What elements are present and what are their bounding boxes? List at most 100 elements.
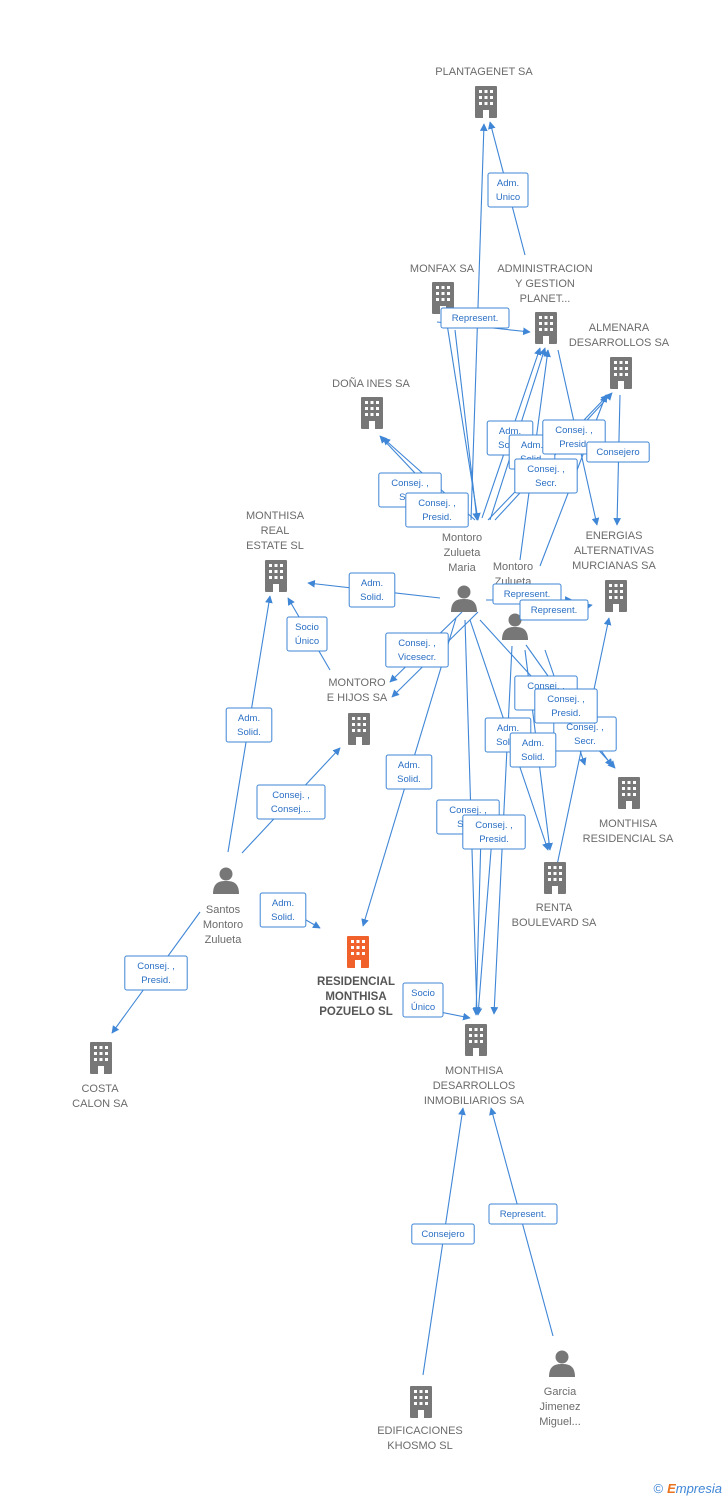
edge-label-box — [411, 1223, 475, 1245]
node-label: DOÑA INES SA — [332, 377, 410, 390]
edge-label-text: Consej.... — [271, 804, 311, 815]
edge-label-text: Solid. — [496, 737, 520, 748]
edge-label-text: Consej. , — [449, 805, 487, 816]
edge-label-text: Consej. , — [527, 464, 565, 475]
building-icon — [347, 936, 369, 968]
node-label: MONTORO — [328, 677, 386, 689]
edge-label-text: Único — [411, 1002, 435, 1013]
edge-label-text: Presid. — [479, 834, 509, 845]
edge-label[interactable]: Adm.Solid. — [348, 572, 396, 608]
node-label: MONTHISA — [445, 1065, 504, 1077]
node-label: RENTA — [536, 902, 573, 914]
edge-label-text: Socio — [411, 988, 435, 999]
node-label: CALON SA — [72, 1098, 128, 1110]
edge-label-box — [385, 632, 449, 668]
edge-label[interactable]: Consej. ,Presid. — [405, 492, 469, 528]
node-label: PLANTAGENET SA — [435, 66, 533, 78]
edge-label-box — [225, 707, 273, 743]
node-label: MONTHISA — [599, 818, 658, 830]
edge-label-text: Adm. — [499, 426, 521, 437]
edge-label[interactable]: Adm.Solid. — [225, 707, 273, 743]
edge-label-text: Solid. — [237, 727, 261, 738]
copyright-symbol: © — [653, 1481, 664, 1496]
edge-label-text: Consej. , — [272, 790, 310, 801]
edge-label-text: Represent. — [531, 605, 577, 616]
node-garcia[interactable]: GarciaJimenezMiguel... — [539, 1350, 581, 1429]
edge-label[interactable]: Consejero — [586, 441, 650, 463]
edge-label[interactable]: Consej. ,Secr. — [514, 458, 578, 494]
edge-label-text: Consej. , — [555, 425, 593, 436]
node-label: KHOSMO SL — [387, 1440, 452, 1452]
edge-label-text: Secr. — [574, 736, 596, 747]
edge-label[interactable]: Represent. — [519, 599, 589, 621]
building-icon — [361, 397, 383, 429]
building-icon — [475, 86, 497, 118]
edge-label-box — [534, 688, 598, 724]
brand-name: mpresia — [675, 1481, 722, 1496]
edge-label-text: Presid. — [141, 975, 171, 986]
node-label: Maria — [448, 562, 476, 574]
edge-label[interactable]: Consej. ,Presid. — [462, 814, 526, 850]
building-icon — [410, 1386, 432, 1418]
node-plantagenet[interactable]: PLANTAGENET SA — [435, 66, 533, 118]
node-donaines[interactable]: DOÑA INES SA — [332, 377, 410, 429]
node-label: RESIDENCIAL — [317, 976, 395, 988]
building-icon — [610, 357, 632, 389]
building-icon — [348, 713, 370, 745]
node-label: INMOBILIARIOS SA — [424, 1095, 525, 1107]
edge-label-box — [488, 1203, 558, 1225]
edge-label[interactable]: Adm.Solid. — [385, 754, 433, 790]
edge-label[interactable]: Consejero — [411, 1223, 475, 1245]
edge-label-text: Adm. — [522, 738, 544, 749]
node-label: Montoro — [203, 919, 243, 931]
edge-label-text: Adm. — [272, 898, 294, 909]
node-label: Montoro — [493, 561, 533, 573]
building-icon — [618, 777, 640, 809]
edge-label[interactable]: Consej. ,Presid. — [534, 688, 598, 724]
edge-label-box — [259, 892, 307, 928]
node-label: Santos — [206, 904, 241, 916]
node-monfax[interactable]: MONFAX SA — [410, 263, 475, 314]
edge-label[interactable]: Adm.Solid. — [509, 732, 557, 768]
building-icon — [265, 560, 287, 592]
edge-label-text: Consej. , — [398, 638, 436, 649]
edge-label[interactable]: Consej. , Vicesecr. — [385, 632, 449, 668]
node-label: Zulueta — [205, 934, 243, 946]
edge-label[interactable]: Consej. , Consej.... — [256, 784, 326, 820]
edge-label[interactable]: Adm.Unico — [487, 172, 529, 208]
building-icon — [90, 1042, 112, 1074]
edge-label-text: Adm. — [398, 760, 420, 771]
edge-label-text: Presid. — [559, 439, 589, 450]
edge-label-text: Presid. — [551, 708, 581, 719]
node-label: MONTHISA — [246, 510, 305, 522]
edge-label[interactable]: Adm.Solid. — [259, 892, 307, 928]
person-icon — [451, 585, 477, 612]
edge-label-text: Unico — [496, 192, 520, 203]
empresia-logo[interactable]: ©Empresia — [653, 1481, 722, 1496]
edge-label[interactable]: Represent. — [440, 307, 510, 329]
edge-label-text: Consejero — [421, 1229, 464, 1240]
edge-label[interactable]: Consej. ,Presid. — [124, 955, 188, 991]
edge-label[interactable]: Represent. — [488, 1203, 558, 1225]
node-label: Garcia — [544, 1386, 577, 1398]
edge-label-box — [286, 616, 328, 652]
edge-label-box — [348, 572, 396, 608]
edge-label-text: Vicesecr. — [398, 652, 436, 663]
edge-line — [454, 329, 481, 521]
